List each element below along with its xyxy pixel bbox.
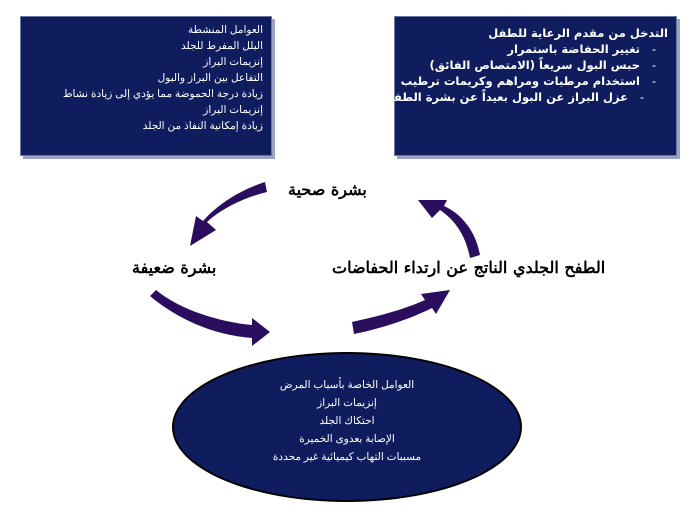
- list-item: -استخدام مرطبات ومراهم وكريمات ترطيب: [401, 73, 668, 89]
- list-item-text: حبس البول سريعاً (الامتصاص الفائق): [429, 58, 640, 72]
- list-item: -حبس البول سريعاً (الامتصاص الفائق): [401, 57, 668, 73]
- arrow-top-left: [190, 182, 267, 246]
- dash-bullet: -: [651, 42, 657, 56]
- list-item: إنزيمات البراز: [203, 56, 263, 68]
- list-item-text: استخدام مرطبات ومراهم وكريمات ترطيب: [400, 74, 640, 88]
- intervention-list: -تغيير الحفاضة باستمرار -حبس البول سريعا…: [384, 41, 668, 105]
- list-item: مسببات التهاب كيميائية غير محددة: [272, 451, 422, 463]
- arrow-bottom-right: [352, 290, 450, 334]
- list-item: إنزيمات البراز: [203, 104, 263, 116]
- list-item: العوامل المنشطة: [188, 24, 263, 36]
- arrow-bottom-left: [150, 290, 270, 346]
- intervention-title: التدخل من مقدم الرعاية للطفل: [488, 26, 668, 40]
- list-item-text: تغيير الحفاضة باستمرار: [507, 42, 640, 56]
- list-item: الإصابة بعدوى الخميرة: [299, 433, 395, 445]
- list-item: زيادة إمكانية النفاذ من الجلد: [142, 120, 263, 132]
- dash-bullet: -: [651, 74, 657, 88]
- list-item-text: عزل البراز عن البول بعيداً عن بشرة الطفل: [383, 90, 628, 104]
- list-item: -عزل البراز عن البول بعيداً عن بشرة الطف…: [384, 89, 668, 105]
- list-item: -تغيير الحفاضة باستمرار: [401, 41, 668, 57]
- disease-factors-list: العوامل الخاصة بأسباب المرض إنزيمات البر…: [174, 376, 520, 466]
- list-item: التفاعل بين البراز والبول: [157, 72, 263, 84]
- dash-bullet: -: [639, 90, 645, 104]
- disease-factors-oval: العوامل الخاصة بأسباب المرض إنزيمات البر…: [172, 352, 522, 502]
- arrow-top-right: [418, 200, 480, 258]
- diaper-rash-label: الطفح الجلدي الناتج عن ارتداء الحفاضات: [332, 258, 606, 277]
- activating-factors-box: العوامل المنشطة البلل المفرط للجلد إنزيم…: [20, 16, 272, 156]
- list-item: العوامل الخاصة بأسباب المرض: [279, 379, 415, 391]
- caregiver-intervention-box: التدخل من مقدم الرعاية للطفل -تغيير الحف…: [384, 16, 677, 156]
- list-item: زيادة درجة الحموضة مما يؤدي إلى زيادة نش…: [62, 88, 263, 100]
- list-item: إنزيمات البراز: [317, 397, 377, 409]
- list-item: البلل المفرط للجلد: [181, 40, 263, 52]
- dash-bullet: -: [651, 58, 657, 72]
- list-item: احتكاك الجلد: [319, 415, 375, 427]
- activating-factors-list: العوامل المنشطة البلل المفرط للجلد إنزيم…: [25, 22, 263, 134]
- healthy-skin-label: بشرة صحية: [288, 180, 367, 199]
- weak-skin-label: بشرة ضعيفة: [132, 258, 217, 277]
